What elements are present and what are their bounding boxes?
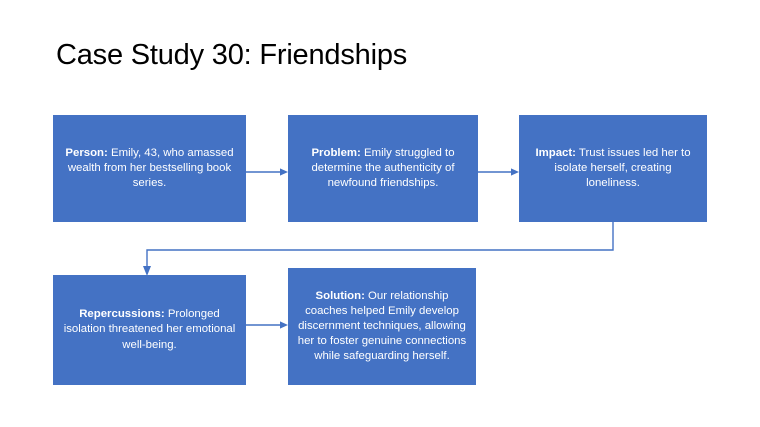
flow-box-problem-body: Emily struggled to determine the authent…	[311, 146, 455, 190]
flow-box-solution-text: Solution: Our relationship coaches helpe…	[288, 289, 476, 364]
flow-box-solution-label: Solution:	[315, 289, 365, 302]
flow-box-impact-text: Impact: Trust issues led her to isolate …	[519, 146, 707, 191]
flow-box-impact[interactable]: Impact: Trust issues led her to isolate …	[519, 115, 707, 222]
flow-box-repercussions-text: Repercussions: Prolonged isolation threa…	[53, 307, 246, 352]
flow-box-problem-label: Problem:	[311, 146, 361, 159]
connector-person-to-problem	[246, 162, 288, 182]
flow-box-person-label: Person:	[65, 146, 108, 159]
page-title: Case Study 30: Friendships	[56, 39, 408, 71]
flow-box-repercussions-label: Repercussions:	[79, 308, 165, 321]
connector-problem-to-impact	[478, 162, 519, 182]
flow-box-solution[interactable]: Solution: Our relationship coaches helpe…	[288, 268, 476, 385]
connector-repercussions-to-solution	[246, 315, 288, 335]
flow-box-person[interactable]: Person: Emily, 43, who amassed wealth fr…	[53, 115, 246, 222]
flow-box-problem-text: Problem: Emily struggled to determine th…	[288, 146, 478, 191]
flow-box-repercussions-body: Prolonged isolation threatened her emoti…	[63, 308, 236, 351]
flow-box-repercussions[interactable]: Repercussions: Prolonged isolation threa…	[53, 275, 246, 385]
flow-box-problem[interactable]: Problem: Emily struggled to determine th…	[288, 115, 478, 222]
flow-box-person-text: Person: Emily, 43, who amassed wealth fr…	[53, 146, 246, 191]
flow-box-impact-label: Impact:	[535, 146, 576, 159]
flow-box-person-body: Emily, 43, who amassed wealth from her b…	[67, 146, 234, 190]
flow-box-impact-body: Trust issues led her to isolate herself,…	[554, 146, 691, 190]
flow-box-solution-body: Our relationship coaches helped Emily de…	[297, 289, 467, 363]
